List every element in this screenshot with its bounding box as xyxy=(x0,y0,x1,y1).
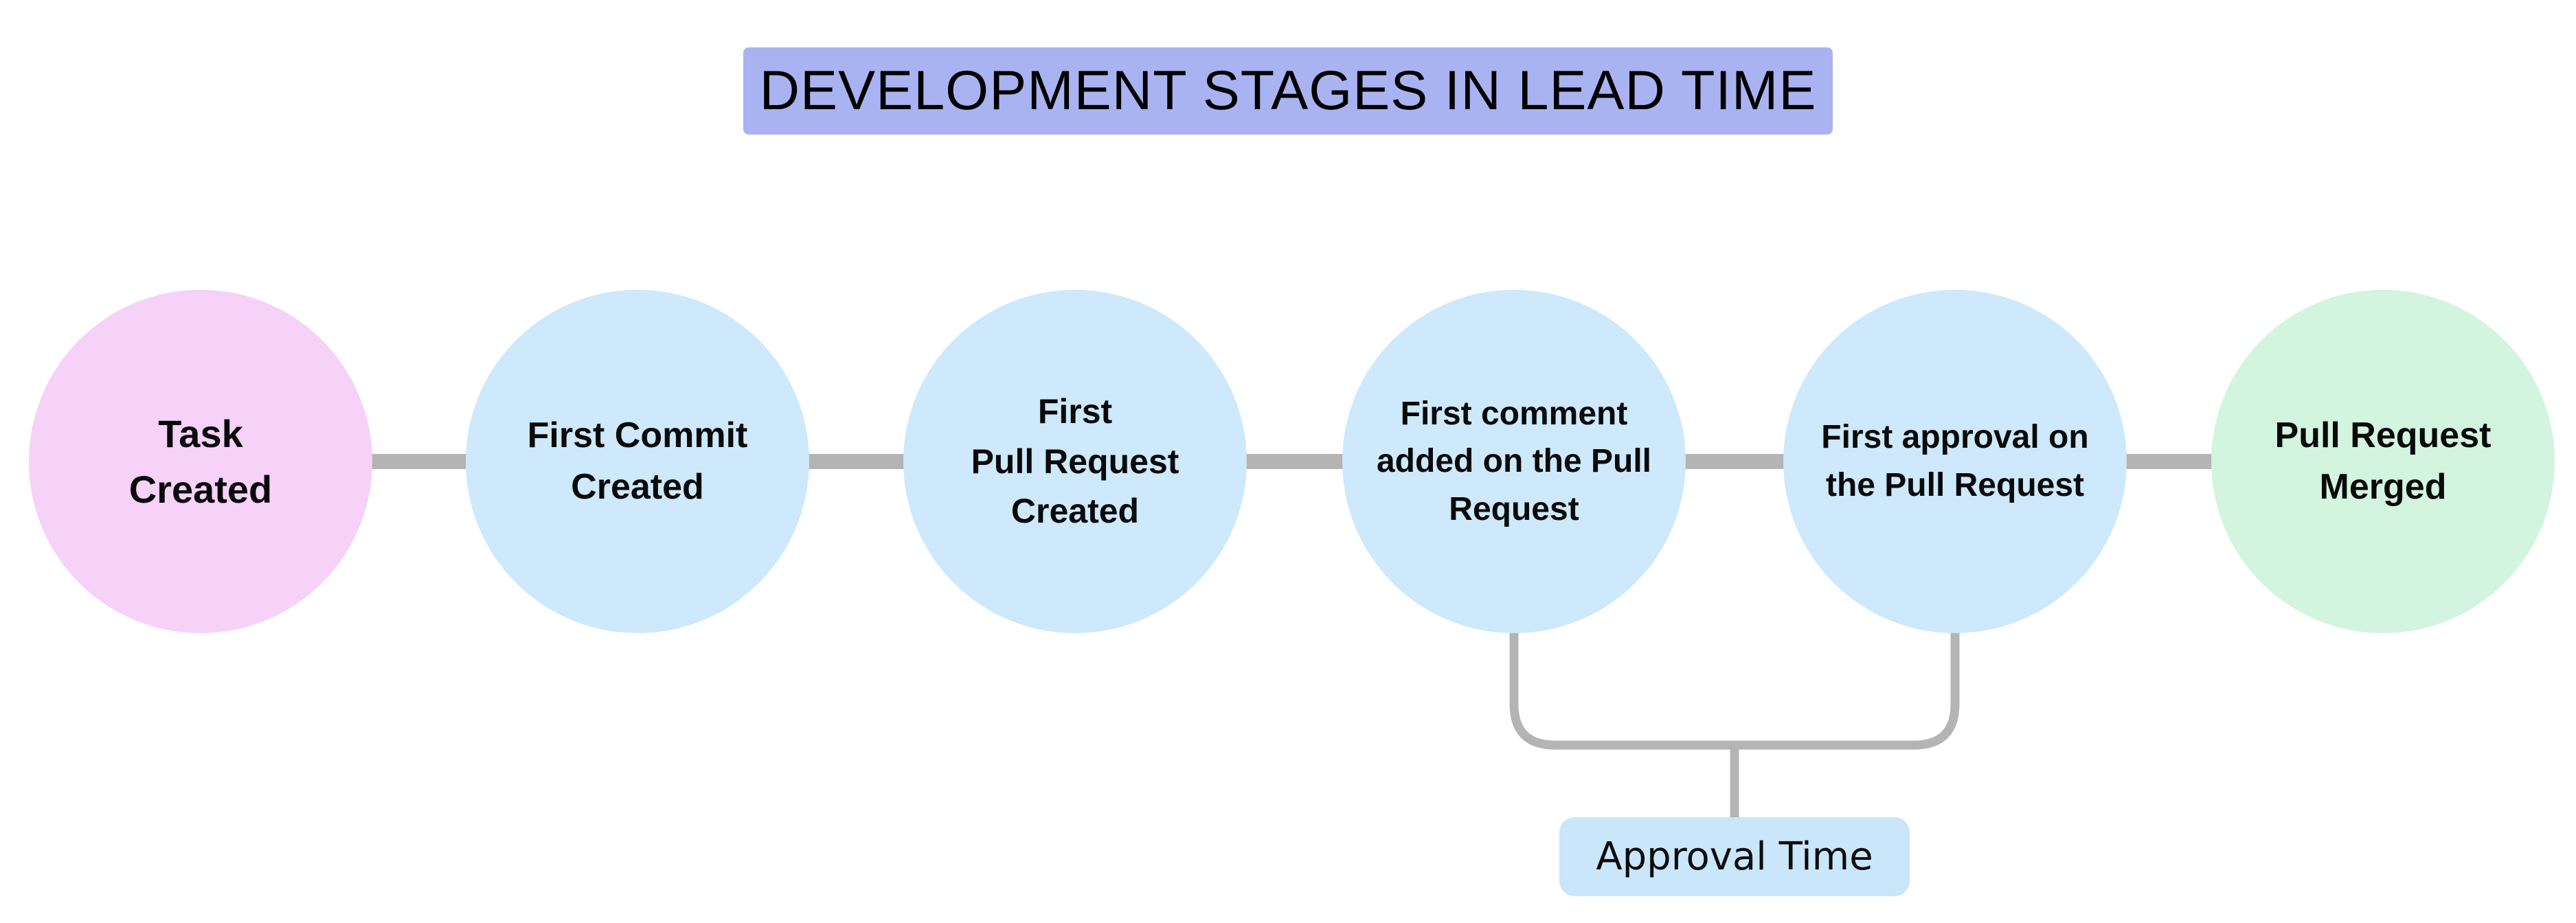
approval-time-label: Approval Time xyxy=(1559,817,1910,896)
stage-label: First approval on the Pull Request xyxy=(1821,419,2089,503)
bracket-curve xyxy=(1509,622,1960,750)
approval-time-text: Approval Time xyxy=(1596,834,1873,879)
page-title: DEVELOPMENT STAGES IN LEAD TIME xyxy=(743,47,1833,135)
stage-first-approval: First approval on the Pull Request xyxy=(1783,290,2127,633)
stage-task-created: Task Created xyxy=(29,290,372,633)
stage-pull-request-merged: Pull Request Merged xyxy=(2211,290,2555,633)
stage-label: Pull Request Merged xyxy=(2274,415,2492,507)
stage-first-comment-added: First comment added on the Pull Request xyxy=(1342,290,1686,633)
stage-first-pull-request-created: First Pull Request Created xyxy=(903,290,1247,633)
stage-first-commit-created: First Commit Created xyxy=(466,290,809,633)
stage-label: First comment added on the Pull Request xyxy=(1376,395,1651,527)
stage-label: Task Created xyxy=(128,411,273,511)
stage-label: First Pull Request Created xyxy=(971,392,1179,531)
stage-label: First Commit Created xyxy=(527,415,748,507)
